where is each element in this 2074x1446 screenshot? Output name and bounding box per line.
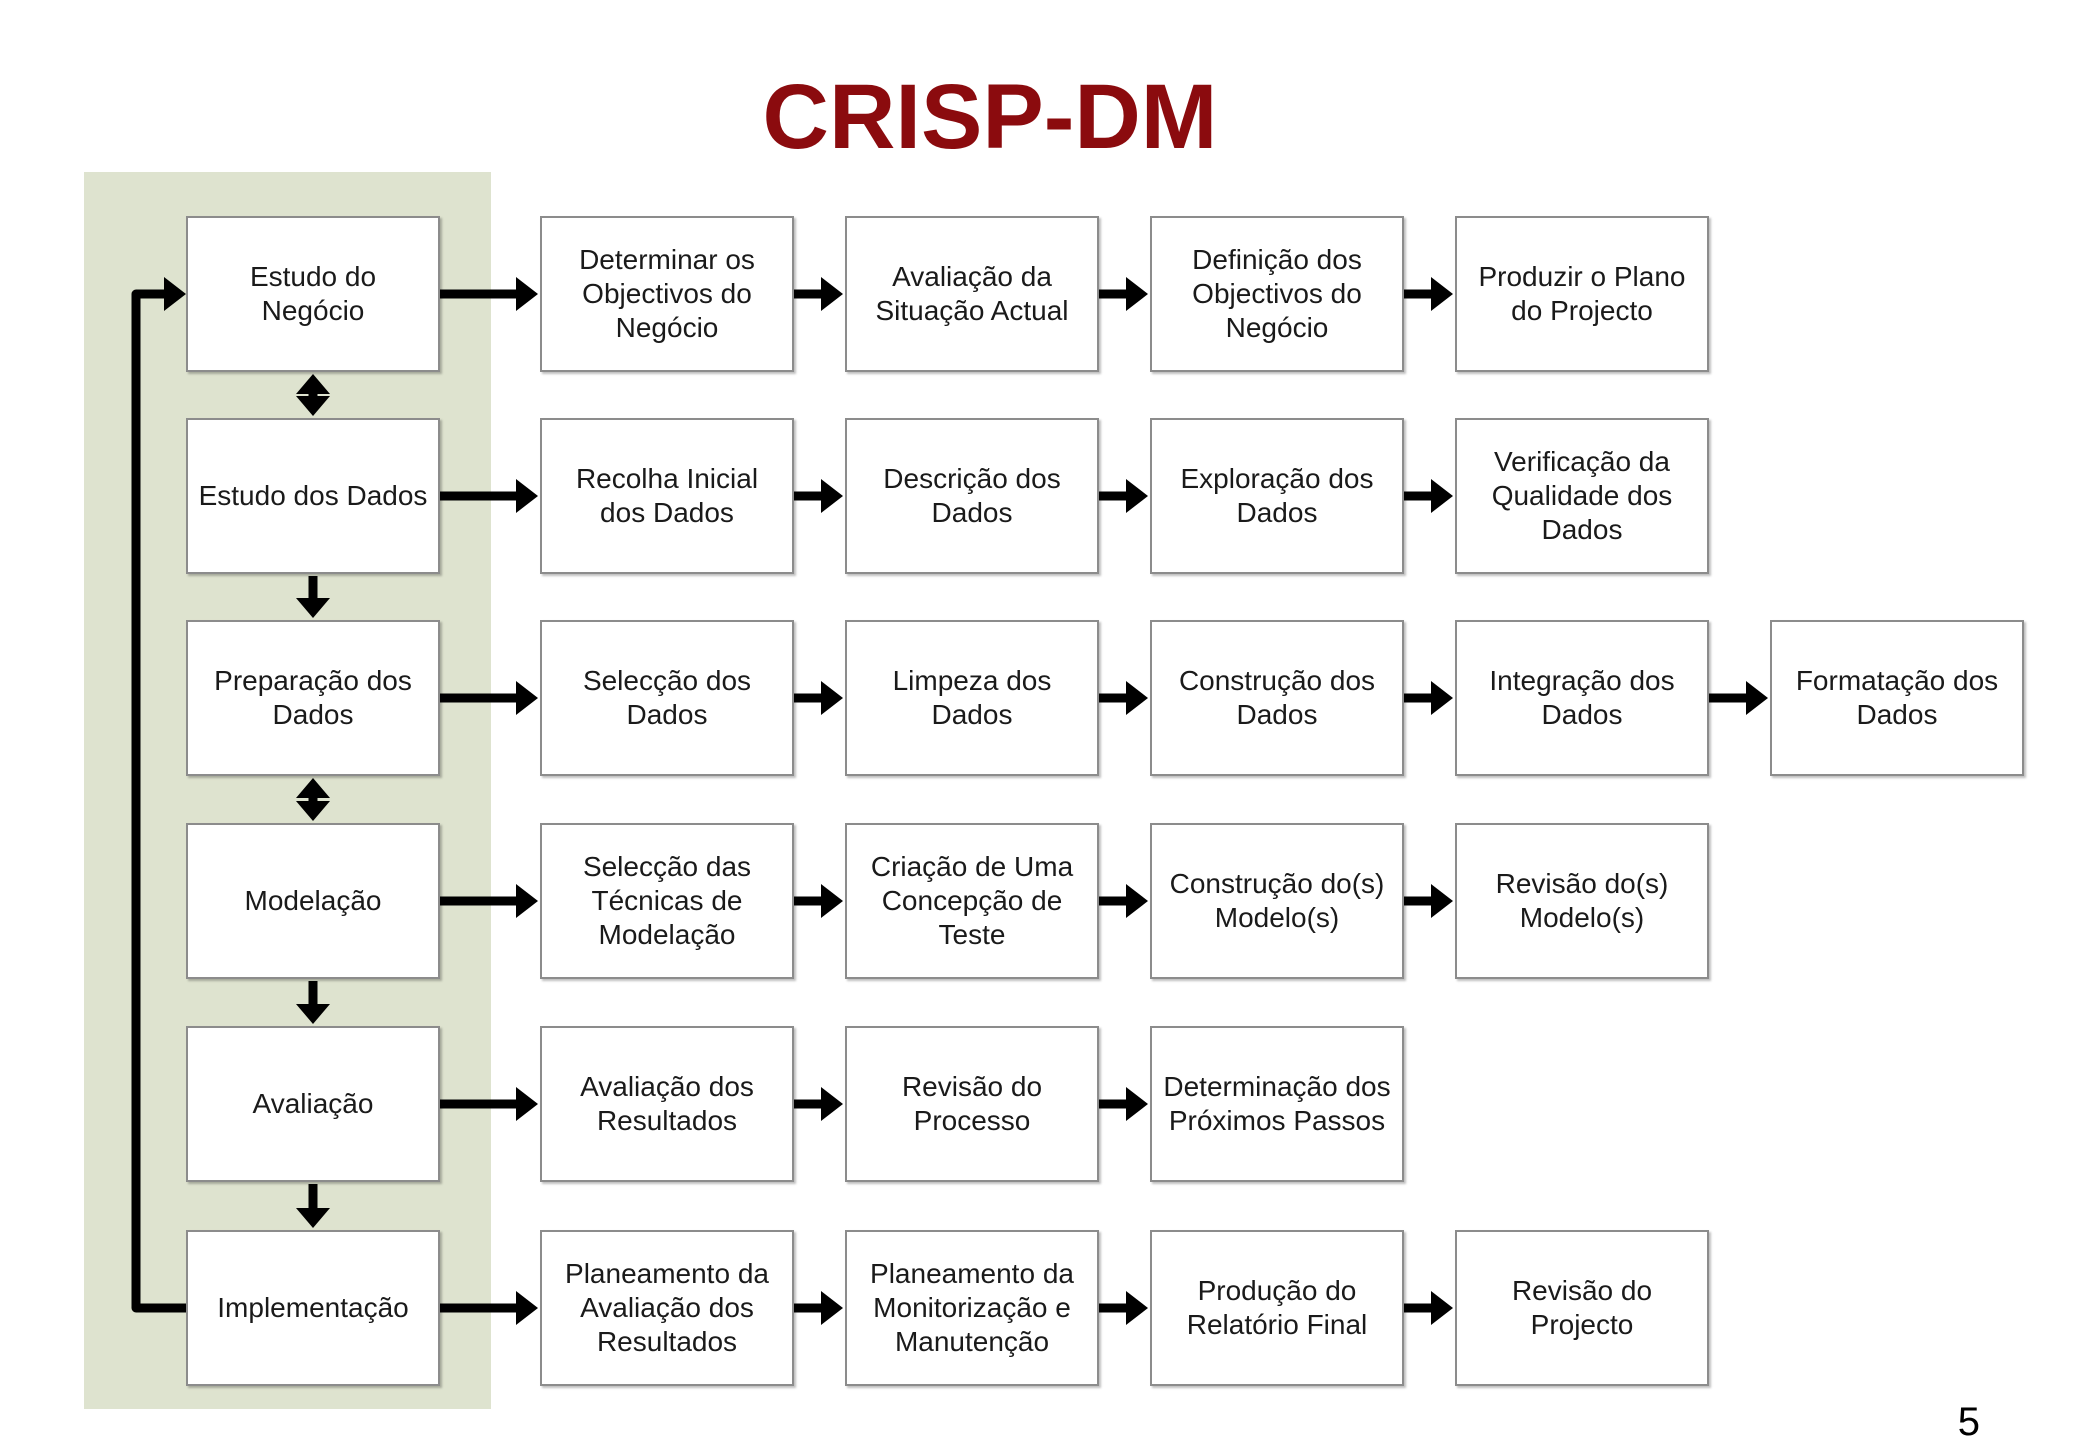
task-construcao-dos-dados-label: Construção dos Dados [1178, 665, 1376, 730]
phase-preparacao-dos-dados-arrow-5-head [1746, 681, 1768, 715]
task-produzir-o-plano-do-projecto: Produzir o Plano do Projecto [1455, 216, 1709, 372]
phase-estudo-do-negocio-arrow-3-head [1126, 277, 1148, 311]
task-producao-do-relatorio-final-label: Produção do Relatório Final [1186, 1275, 1368, 1340]
phase-link-4-head [296, 1004, 330, 1024]
phase-preparacao-dos-dados-label: Preparação dos Dados [214, 665, 412, 730]
phase-column-panel [84, 172, 491, 1409]
task-construcao-do-s-modelo-s: Construção do(s) Modelo(s) [1150, 823, 1404, 979]
task-revisao-do-processo: Revisão do Processo [845, 1026, 1099, 1182]
task-planeamento-da-avaliacao-dos-resultados-label: Planeamento da Avaliação dos Resultados [565, 1258, 769, 1357]
task-seleccao-dos-dados: Selecção dos Dados [540, 620, 794, 776]
task-definicao-dos-objectivos-do-negocio: Definição dos Objectivos do Negócio [1150, 216, 1404, 372]
phase-preparacao-dos-dados-arrow-3-head [1126, 681, 1148, 715]
task-revisao-do-projecto: Revisão do Projecto [1455, 1230, 1709, 1386]
page-number: 5 [1957, 1400, 1980, 1444]
phase-avaliacao-label: Avaliação [252, 1088, 374, 1119]
phase-implementacao-label: Implementação [217, 1292, 409, 1323]
task-avaliacao-dos-resultados-label: Avaliação dos Resultados [580, 1071, 754, 1136]
feedback-loop-line [131, 289, 186, 1313]
phase-preparacao-dos-dados-arrow-1-head [516, 681, 538, 715]
task-revisao-do-projecto-label: Revisão do Projecto [1511, 1275, 1653, 1340]
phase-avaliacao-arrow-1-head [516, 1087, 538, 1121]
phase-modelacao: Modelação [186, 823, 440, 979]
task-determinar-os-objectivos-do-negocio: Determinar os Objectivos do Negócio [540, 216, 794, 372]
task-determinacao-dos-proximos-passos-label: Determinação dos Próximos Passos [1163, 1071, 1391, 1136]
task-producao-do-relatorio-final: Produção do Relatório Final [1150, 1230, 1404, 1386]
phase-estudo-dos-dados-arrow-1-head [516, 479, 538, 513]
task-verificacao-da-qualidade-dos-dados: Verificação da Qualidade dos Dados [1455, 418, 1709, 574]
task-determinacao-dos-proximos-passos: Determinação dos Próximos Passos [1150, 1026, 1404, 1182]
task-produzir-o-plano-do-projecto-label: Produzir o Plano do Projecto [1478, 261, 1686, 326]
phase-link-2-head [296, 598, 330, 618]
phase-preparacao-dos-dados-arrow-4-head [1431, 681, 1453, 715]
phase-implementacao-arrow-1-head [516, 1291, 538, 1325]
task-descricao-dos-dados-label: Descrição dos Dados [883, 463, 1061, 528]
task-limpeza-dos-dados-label: Limpeza dos Dados [892, 665, 1052, 730]
feedback-loop-head [164, 277, 186, 311]
task-avaliacao-dos-resultados: Avaliação dos Resultados [540, 1026, 794, 1182]
task-exploracao-dos-dados: Exploração dos Dados [1150, 418, 1404, 574]
phase-link-1-head-up [296, 374, 330, 394]
task-seleccao-das-tecnicas-de-modelacao: Selecção das Técnicas de Modelação [540, 823, 794, 979]
phase-avaliacao: Avaliação [186, 1026, 440, 1182]
phase-estudo-do-negocio-label: Estudo do Negócio [249, 261, 377, 326]
phase-modelacao-arrow-4-head [1431, 884, 1453, 918]
task-limpeza-dos-dados: Limpeza dos Dados [845, 620, 1099, 776]
task-revisao-do-s-modelo-s-label: Revisão do(s) Modelo(s) [1495, 868, 1669, 933]
phase-implementacao: Implementação [186, 1230, 440, 1386]
task-avaliacao-da-situacao-actual: Avaliação da Situação Actual [845, 216, 1099, 372]
phase-modelacao-arrow-3-head [1126, 884, 1148, 918]
task-planeamento-da-avaliacao-dos-resultados: Planeamento da Avaliação dos Resultados [540, 1230, 794, 1386]
task-formatacao-dos-dados-label: Formatação dos Dados [1795, 665, 1999, 730]
phase-avaliacao-arrow-2-head [821, 1087, 843, 1121]
task-seleccao-das-tecnicas-de-modelacao-label: Selecção das Técnicas de Modelação [582, 851, 752, 950]
task-revisao-do-s-modelo-s: Revisão do(s) Modelo(s) [1455, 823, 1709, 979]
task-formatacao-dos-dados: Formatação dos Dados [1770, 620, 2024, 776]
task-planeamento-da-monitorizacao-e-manutencao-label: Planeamento da Monitorização e Manutençã… [870, 1258, 1074, 1357]
phase-modelacao-label: Modelação [244, 885, 382, 916]
phase-implementacao-arrow-4-head [1431, 1291, 1453, 1325]
phase-estudo-dos-dados-arrow-2-head [821, 479, 843, 513]
task-construcao-dos-dados: Construção dos Dados [1150, 620, 1404, 776]
phase-estudo-dos-dados-arrow-4-head [1431, 479, 1453, 513]
phase-implementacao-arrow-3-head [1126, 1291, 1148, 1325]
phase-avaliacao-arrow-3-head [1126, 1087, 1148, 1121]
task-definicao-dos-objectivos-do-negocio-label: Definição dos Objectivos do Negócio [1192, 244, 1362, 343]
phase-preparacao-dos-dados-arrow-2-head [821, 681, 843, 715]
phase-estudo-do-negocio-arrow-2-head [821, 277, 843, 311]
task-revisao-do-processo-label: Revisão do Processo [901, 1071, 1043, 1136]
phase-estudo-dos-dados-label: Estudo dos Dados [198, 480, 428, 511]
task-integracao-dos-dados-label: Integração dos Dados [1489, 665, 1675, 730]
phase-link-3-head-up [296, 778, 330, 798]
task-recolha-inicial-dos-dados: Recolha Inicial dos Dados [540, 418, 794, 574]
task-seleccao-dos-dados-label: Selecção dos Dados [582, 665, 752, 730]
task-exploracao-dos-dados-label: Exploração dos Dados [1180, 463, 1374, 528]
phase-estudo-dos-dados: Estudo dos Dados [186, 418, 440, 574]
phase-preparacao-dos-dados: Preparação dos Dados [186, 620, 440, 776]
task-determinar-os-objectivos-do-negocio-label: Determinar os Objectivos do Negócio [579, 244, 755, 343]
task-criacao-de-uma-concepcao-de-teste-label: Criação de Uma Concepção de Teste [870, 851, 1074, 950]
task-avaliacao-da-situacao-actual-label: Avaliação da Situação Actual [875, 261, 1069, 326]
task-integracao-dos-dados: Integração dos Dados [1455, 620, 1709, 776]
phase-estudo-do-negocio: Estudo do Negócio [186, 216, 440, 372]
task-verificacao-da-qualidade-dos-dados-label: Verificação da Qualidade dos Dados [1491, 446, 1673, 545]
diagram-title: CRISP-DM [762, 66, 1218, 168]
phase-estudo-do-negocio-arrow-1-head [516, 277, 538, 311]
phase-estudo-dos-dados-arrow-3-head [1126, 479, 1148, 513]
task-criacao-de-uma-concepcao-de-teste: Criação de Uma Concepção de Teste [845, 823, 1099, 979]
task-recolha-inicial-dos-dados-label: Recolha Inicial dos Dados [575, 463, 759, 528]
phase-link-1-head-down [296, 396, 330, 416]
task-descricao-dos-dados: Descrição dos Dados [845, 418, 1099, 574]
phase-estudo-do-negocio-arrow-4-head [1431, 277, 1453, 311]
phase-modelacao-arrow-2-head [821, 884, 843, 918]
phase-link-3-head-down [296, 801, 330, 821]
task-planeamento-da-monitorizacao-e-manutencao: Planeamento da Monitorização e Manutençã… [845, 1230, 1099, 1386]
phase-link-5-head [296, 1208, 330, 1228]
phase-implementacao-arrow-2-head [821, 1291, 843, 1325]
task-construcao-do-s-modelo-s-label: Construção do(s) Modelo(s) [1169, 868, 1385, 933]
phase-modelacao-arrow-1-head [516, 884, 538, 918]
